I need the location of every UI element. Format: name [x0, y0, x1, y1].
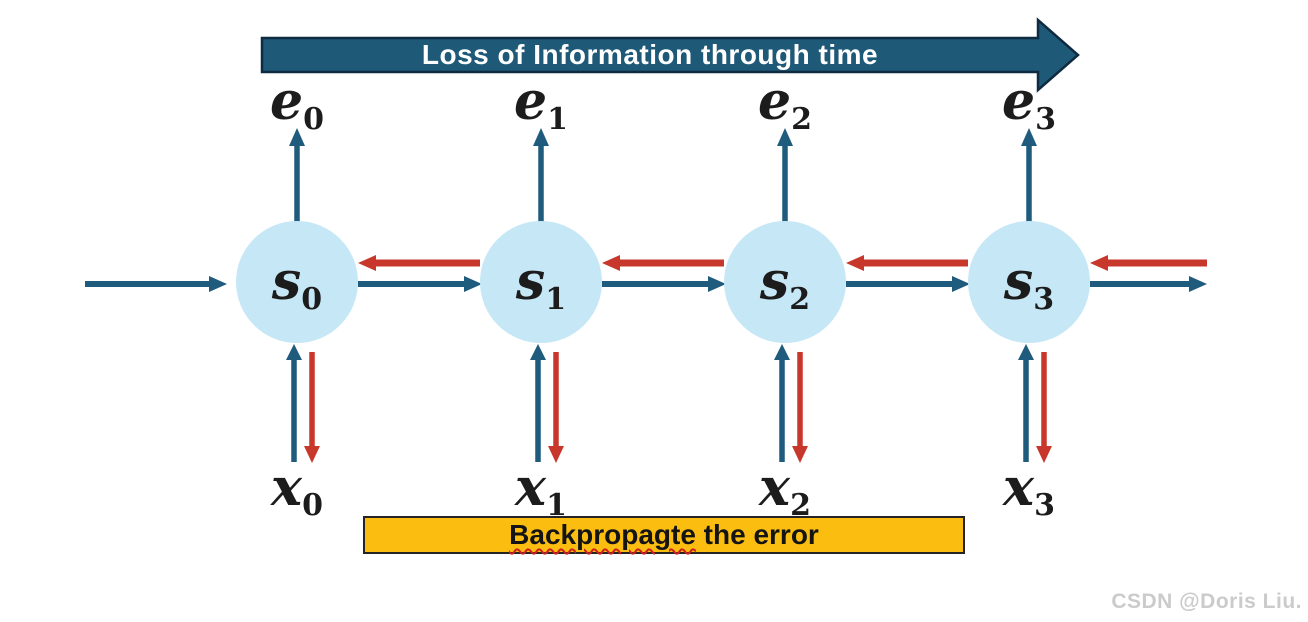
input-label-x1: x1 — [481, 462, 601, 521]
label-sub: 3 — [1033, 282, 1055, 317]
backprop-banner-rest: the error — [695, 519, 819, 550]
backward-arrow-s2-s1-head — [602, 255, 620, 271]
error-arrow-s0-e0-head — [289, 128, 305, 146]
error-arrow-s3-e3-head — [1021, 128, 1037, 146]
state-label-s0: s0 — [227, 256, 367, 315]
backprop-banner-misspelled-word: Backpropagte — [509, 519, 696, 550]
loss-banner-label: Loss of Information through time — [421, 39, 879, 70]
input-arrow-x2-s2-head — [774, 344, 790, 360]
loss-banner-arrow — [260, 17, 1080, 93]
label-base: s — [759, 251, 790, 312]
label-base: e — [514, 71, 548, 132]
state-node-s0 — [236, 221, 358, 343]
label-sub: 1 — [547, 102, 568, 137]
backward-arrow-s3-s2-head — [846, 255, 864, 271]
label-base: e — [1002, 71, 1036, 132]
state-node-s2 — [724, 221, 846, 343]
label-sub: 0 — [302, 488, 323, 523]
label-sub: 3 — [1034, 488, 1055, 523]
state-node-s1 — [480, 221, 602, 343]
label-base: s — [1003, 251, 1034, 312]
backprop-arrow-s0-x0-head — [304, 446, 320, 463]
input-arrow-x1-s1-head — [530, 344, 546, 360]
label-sub: 0 — [303, 102, 324, 137]
label-sub: 3 — [1035, 102, 1056, 137]
label-sub: 2 — [789, 282, 811, 317]
input-arrow-x0-s0-head — [286, 344, 302, 360]
state-node-s3 — [968, 221, 1090, 343]
label-base: x — [759, 457, 791, 518]
error-label-e0: e0 — [237, 76, 357, 135]
input-label-x0: x0 — [237, 462, 357, 521]
label-base: x — [1003, 457, 1035, 518]
csdn-watermark: CSDN @Doris Liu. — [1111, 590, 1302, 613]
input-arrow-x3-s3-head — [1018, 344, 1034, 360]
state-label-s2: s2 — [715, 256, 855, 315]
state-label-s3: s3 — [959, 256, 1099, 315]
backprop-arrow-s3-x3-head — [1036, 446, 1052, 463]
error-label-e2: e2 — [725, 76, 845, 135]
input-label-x3: x3 — [969, 462, 1089, 521]
label-base: x — [515, 457, 547, 518]
error-label-e3: e3 — [969, 76, 1089, 135]
error-arrow-s1-e1-head — [533, 128, 549, 146]
backprop-arrow-s1-x1-head — [548, 446, 564, 463]
label-sub: 0 — [301, 282, 323, 317]
input-label-x2: x2 — [725, 462, 845, 521]
backprop-banner: Backpropagte the error — [363, 516, 965, 554]
label-base: e — [758, 71, 792, 132]
forward-arrow-s2-s3-head — [952, 276, 970, 292]
forward-arrow-s0-s1-head — [464, 276, 482, 292]
forward-arrow-s1-s2-head — [708, 276, 726, 292]
output-arrow-s3-head — [1189, 276, 1207, 292]
label-base: s — [271, 251, 302, 312]
error-arrow-s2-e2-head — [777, 128, 793, 146]
label-sub: 1 — [546, 488, 567, 523]
backprop-arrow-s2-x2-head — [792, 446, 808, 463]
backward-arrow-s1-s0-head — [358, 255, 376, 271]
label-base: x — [271, 457, 303, 518]
backward-arrow-into-s3-head — [1090, 255, 1108, 271]
label-base: s — [515, 251, 546, 312]
error-label-e1: e1 — [481, 76, 601, 135]
label-base: e — [270, 71, 304, 132]
label-sub: 2 — [790, 488, 811, 523]
label-sub: 1 — [545, 282, 567, 317]
label-sub: 2 — [791, 102, 812, 137]
state-label-s1: s1 — [471, 256, 611, 315]
initial-state-arrow-head — [209, 276, 227, 292]
